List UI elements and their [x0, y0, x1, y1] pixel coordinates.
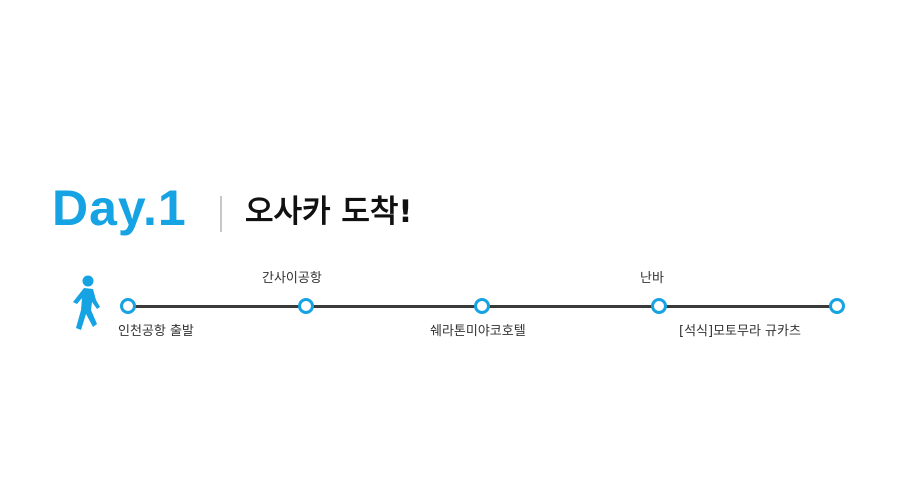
- walking-person-icon: [73, 275, 100, 330]
- route-timeline: 인천공항 출발 간사이공항 쉐라톤미야코호텔 난바 [석식]모토무라 규카츠: [0, 260, 900, 360]
- stop-node: [651, 298, 667, 314]
- day-header: Day.1 오사카 도착!: [52, 180, 652, 240]
- stop-label-kansai: 간사이공항: [262, 271, 322, 286]
- stop-node: [829, 298, 845, 314]
- stop-node: [120, 298, 136, 314]
- stop-label-hotel: 쉐라톤미야코호텔: [430, 324, 526, 339]
- day-title: 오사카 도착!: [245, 194, 413, 230]
- stop-node: [474, 298, 490, 314]
- header-divider: [220, 196, 222, 232]
- stop-label-namba: 난바: [640, 271, 664, 286]
- stop-node: [298, 298, 314, 314]
- stop-label-incheon: 인천공항 출발: [118, 324, 194, 339]
- day-label: Day.1: [52, 180, 187, 236]
- stop-label-dinner: [석식]모토무라 규카츠: [679, 324, 801, 339]
